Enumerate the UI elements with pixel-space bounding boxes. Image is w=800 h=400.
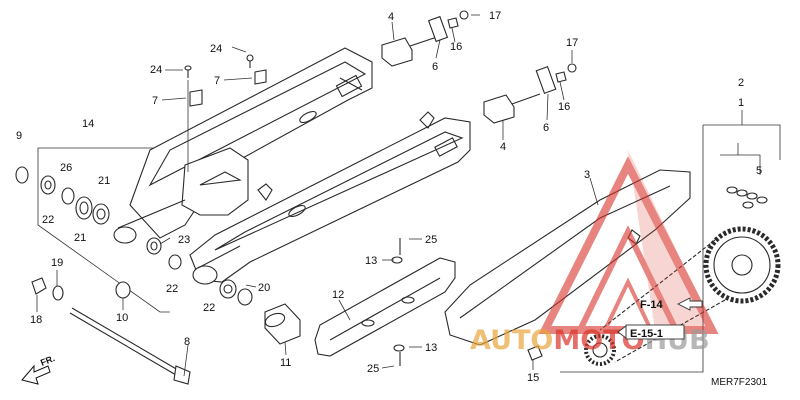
callout-2: 2 xyxy=(738,77,744,89)
ref-e151-label: E-15-1 xyxy=(630,328,663,340)
front-direction-indicator: FR. xyxy=(21,353,56,385)
leader-lines xyxy=(36,14,599,377)
callout-25-upper: 25 xyxy=(425,234,437,246)
callout-6-upper: 6 xyxy=(432,61,438,73)
driven-sprocket xyxy=(703,226,781,304)
diagram-code: MER7F2301 xyxy=(711,377,768,388)
callout-22-mid: 22 xyxy=(166,283,178,295)
callout-16-upper: 16 xyxy=(450,41,462,53)
callout-25-lower: 25 xyxy=(367,363,379,375)
callout-7-lower: 7 xyxy=(152,95,158,107)
chain-adjuster-upper xyxy=(381,10,469,67)
callout-7-upper: 7 xyxy=(214,75,220,87)
collar xyxy=(264,303,301,345)
callout-4-lower: 4 xyxy=(500,141,506,153)
callout-16-lower: 16 xyxy=(558,101,570,113)
front-arrow-icon xyxy=(21,364,51,385)
callout-18: 18 xyxy=(30,314,42,326)
chain-slider xyxy=(314,238,456,366)
ref-f14-label: F-14 xyxy=(640,299,664,311)
swingarm xyxy=(113,47,471,285)
callout-12: 12 xyxy=(332,289,344,301)
callout-labels: 1 2 3 4 4 5 6 6 7 7 8 9 10 11 12 13 13 1… xyxy=(16,10,762,384)
hardware-7-24 xyxy=(184,54,267,172)
callout-4-upper: 4 xyxy=(388,11,394,23)
watermark-part-auto: AUTO xyxy=(470,325,553,356)
callout-21-upper: 21 xyxy=(98,175,110,187)
callout-23: 23 xyxy=(178,234,190,246)
callout-26: 26 xyxy=(60,162,72,174)
callout-11: 11 xyxy=(280,357,291,369)
callout-8: 8 xyxy=(184,336,190,348)
callout-9: 9 xyxy=(16,130,22,142)
pivot-bolt xyxy=(31,277,191,385)
callout-24-upper: 24 xyxy=(210,43,222,55)
callout-20: 20 xyxy=(258,282,270,294)
callout-14: 14 xyxy=(82,118,94,130)
callout-10: 10 xyxy=(116,312,128,324)
swingarm-group-bracket xyxy=(37,147,170,313)
sprocket-bolts xyxy=(726,186,768,209)
callout-24-lower: 24 xyxy=(150,64,162,76)
drive-sprocket xyxy=(584,334,616,366)
chain-adjuster-lower xyxy=(483,63,577,124)
callout-17-upper: 17 xyxy=(489,10,501,22)
callout-17-lower: 17 xyxy=(566,37,578,49)
callout-3: 3 xyxy=(584,169,590,181)
callout-1: 1 xyxy=(738,97,744,109)
callout-21-lower: 21 xyxy=(74,232,86,244)
callout-5: 5 xyxy=(756,165,762,177)
callout-6-lower: 6 xyxy=(543,122,549,134)
callout-13-lower: 13 xyxy=(425,342,437,354)
callout-13-upper: 13 xyxy=(365,255,377,267)
callout-22-right: 22 xyxy=(203,302,215,314)
callout-19: 19 xyxy=(51,257,63,269)
callout-15: 15 xyxy=(527,372,539,384)
callout-22-left: 22 xyxy=(42,214,54,226)
ref-e151: E-15-1 xyxy=(617,324,685,340)
pivot-bearing-set-left xyxy=(15,166,110,225)
front-direction-label: FR. xyxy=(39,353,56,368)
ref-f14: F-14 xyxy=(640,297,703,311)
pivot-bearing-set-right xyxy=(115,237,253,306)
